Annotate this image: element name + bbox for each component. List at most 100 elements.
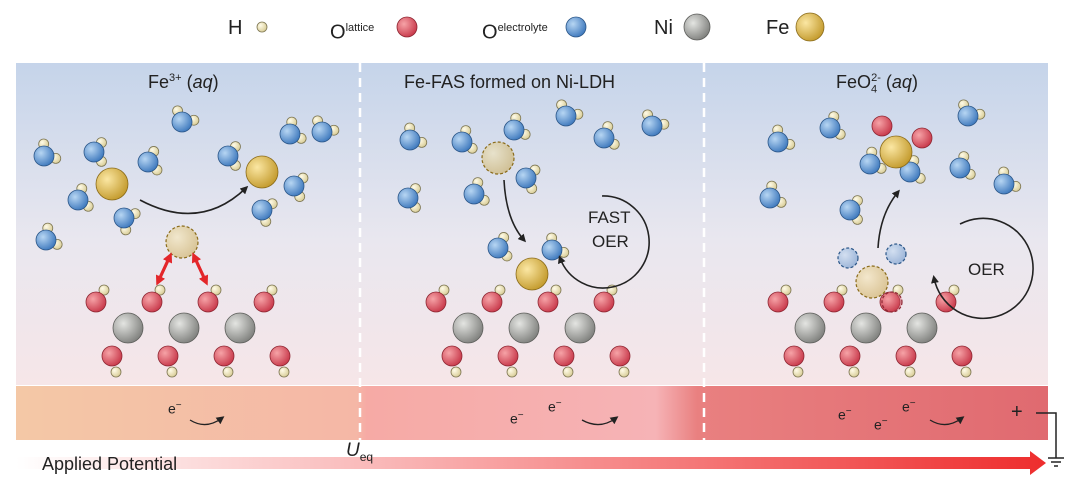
ol-atom-10 <box>253 291 275 313</box>
ol-atom-4 <box>85 291 107 313</box>
legend-ni-label: Ni <box>654 17 673 39</box>
oe-atom-106 <box>487 237 509 259</box>
h-atom-74 <box>562 366 574 378</box>
oe-atom-33 <box>137 151 159 173</box>
panel-3-title: FeO42- (aq) <box>836 72 918 96</box>
ground-symbol <box>1036 412 1064 467</box>
ol-atom-13 <box>157 345 179 367</box>
ni-atom-60 <box>564 312 596 344</box>
oe-atom-142 <box>949 157 971 179</box>
ol-atom-71 <box>497 345 519 367</box>
h-atom-16 <box>222 366 234 378</box>
h-atom-7 <box>210 284 222 296</box>
ol-atom-158 <box>911 127 933 149</box>
ni-atom-59 <box>508 312 540 344</box>
h-atom-121 <box>948 284 960 296</box>
ni-atom-2 <box>224 312 256 344</box>
oe-atom-136 <box>819 117 841 139</box>
oer-label: OER <box>968 260 1005 279</box>
applied-potential-arrow <box>16 451 1046 475</box>
h-atom-12 <box>110 366 122 378</box>
h-atom-115 <box>780 284 792 296</box>
ol-atom-11 <box>101 345 123 367</box>
electrode-strip <box>16 386 1048 440</box>
legend-o-lattice-label: Olattice <box>330 21 375 44</box>
ol-atom-160 <box>871 115 893 137</box>
ni-atom-1 <box>168 312 200 344</box>
oe-atom-24 <box>83 141 105 163</box>
ni-atom-58 <box>452 312 484 344</box>
ol-atom-69 <box>441 345 463 367</box>
oe-atom-94 <box>641 115 663 137</box>
h-atom-63 <box>494 284 506 296</box>
ol-atom-116 <box>767 291 789 313</box>
fe-atom-110 <box>481 141 515 175</box>
fe-transfer-arrow <box>139 185 249 215</box>
plus-sign: + <box>1011 401 1023 423</box>
fe-descend-arrow <box>503 179 527 243</box>
oe-atom-133 <box>767 131 789 153</box>
ni-atom-113 <box>850 312 882 344</box>
oe-atom-85 <box>503 119 525 141</box>
h-atom-3 <box>98 284 110 296</box>
oe-atom-54 <box>35 229 57 251</box>
h-atom-61 <box>438 284 450 296</box>
ol-atom-118 <box>823 291 845 313</box>
h-atom-128 <box>904 366 916 378</box>
h-atom-76 <box>618 366 630 378</box>
oe-atom-103 <box>515 167 537 189</box>
legend-ni-atom <box>683 13 711 41</box>
oe-atom-148 <box>759 187 781 209</box>
legend-h-atom <box>256 21 268 33</box>
h-atom-126 <box>848 366 860 378</box>
legend-fe-label: Fe <box>766 17 790 39</box>
h-atom-72 <box>506 366 518 378</box>
ol-atom-68 <box>593 291 615 313</box>
electron-4: e− <box>838 406 852 423</box>
oe-atom-79 <box>399 129 421 151</box>
h-atom-130 <box>960 366 972 378</box>
electron-6: e− <box>902 398 916 415</box>
electron-1: e− <box>168 400 182 417</box>
legend-fe-atom <box>795 12 825 42</box>
h-atom-9 <box>266 284 278 296</box>
oe-atom-39 <box>217 145 239 167</box>
ol-atom-62 <box>425 291 447 313</box>
red-double-arrow-right-up <box>191 252 208 283</box>
oe-atom-139 <box>957 105 979 127</box>
h-atom-70 <box>450 366 462 378</box>
u-eq-label: Ueq <box>346 440 374 464</box>
panel-2-title: Fe-FAS formed on Ni-LDH <box>404 72 616 92</box>
legend-o-lattice-atom <box>396 16 418 38</box>
feo4-release-arrow <box>877 189 900 249</box>
ni-atom-112 <box>794 312 826 344</box>
red-double-arrow-left-up <box>156 252 173 283</box>
oe-atom-88 <box>555 105 577 127</box>
fe-atom-57 <box>165 225 199 259</box>
oer-cycle-arrow <box>931 217 1034 320</box>
electron-arrow-3 <box>929 416 965 426</box>
electron-2: e− <box>510 410 524 427</box>
oe-atom-151 <box>839 199 861 221</box>
fe-atom-159 <box>879 135 913 169</box>
ol-atom-129 <box>951 345 973 367</box>
oe-atom-45 <box>311 121 333 143</box>
h-atom-124 <box>792 366 804 378</box>
oe-atom-145 <box>993 173 1015 195</box>
electron-arrow-2 <box>581 416 619 426</box>
fe-atom-55 <box>95 167 129 201</box>
legend-o-electrolyte-atom <box>565 16 587 38</box>
oe-atom-109 <box>541 239 563 261</box>
oe-atom-157 <box>859 153 881 175</box>
oe-atom-100 <box>463 183 485 205</box>
oe-atom-162 <box>885 243 907 265</box>
panel-1-title: Fe3+ (aq) <box>148 72 219 92</box>
fe-atom-163 <box>855 265 889 299</box>
h-atom-65 <box>550 284 562 296</box>
reaction-arrows <box>139 179 1034 426</box>
legend-h-label: H <box>228 17 243 39</box>
ol-atom-125 <box>839 345 861 367</box>
atoms-layer <box>33 99 1022 378</box>
h-atom-117 <box>836 284 848 296</box>
ol-atom-164 <box>881 291 903 313</box>
